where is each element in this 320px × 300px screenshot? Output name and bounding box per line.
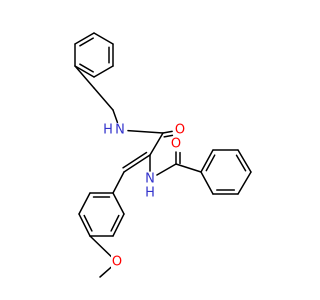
double-bond-inner-line xyxy=(110,214,120,232)
atom-label-backdrop xyxy=(114,123,126,137)
single-bond xyxy=(99,266,112,278)
atom-label-backdrop xyxy=(174,123,186,137)
atom-symbol: N xyxy=(145,172,155,187)
atom-symbol: O xyxy=(175,123,185,138)
single-bond xyxy=(112,171,125,194)
single-bond xyxy=(175,163,202,173)
single-bond xyxy=(93,32,114,45)
single-bond xyxy=(89,235,112,258)
atom-symbol: O xyxy=(112,255,122,270)
atom-o-label: O xyxy=(111,255,123,270)
double-bond xyxy=(237,149,252,173)
single-bond xyxy=(93,65,114,78)
diagram-background xyxy=(0,0,300,300)
double-bond-inner-line xyxy=(122,151,148,169)
single-bond xyxy=(112,192,125,215)
single-bond xyxy=(237,171,252,195)
double-bond xyxy=(200,149,214,173)
double-bond-inner-line xyxy=(79,63,94,73)
single-bond xyxy=(78,192,91,215)
double-bond-inner-line xyxy=(205,154,216,172)
atom-o-label: O xyxy=(174,123,186,138)
atom-symbol: N xyxy=(115,123,125,138)
bond-layer xyxy=(74,32,252,278)
atom-label-backdrop xyxy=(111,255,123,269)
hydrogen-symbol: H xyxy=(145,186,155,201)
single-bond xyxy=(200,171,214,195)
atom-label-backdrop xyxy=(144,172,156,186)
double-bond xyxy=(123,154,151,173)
double-bond xyxy=(74,32,95,45)
single-bond xyxy=(112,109,119,124)
atom-o-label: O xyxy=(170,137,182,152)
single-bond xyxy=(93,87,114,111)
double-bond xyxy=(78,213,91,237)
double-bond-inner-line xyxy=(83,214,93,232)
double-bond xyxy=(112,213,125,237)
atom-label-backdrop xyxy=(145,186,155,200)
atom-label-backdrop xyxy=(103,123,113,137)
single-bond xyxy=(74,65,95,89)
single-bond xyxy=(127,129,164,134)
atom-n-label: NH xyxy=(144,172,156,201)
double-bond-inner-line xyxy=(163,134,174,138)
atom-n-label: NH xyxy=(103,123,126,138)
double-bond-inner-line xyxy=(79,37,94,47)
double-bond xyxy=(162,130,173,134)
hydrogen-symbol: H xyxy=(103,123,113,138)
double-bond-inner-line xyxy=(235,154,247,172)
double-bond xyxy=(74,65,95,78)
atom-symbol: O xyxy=(171,137,181,152)
single-bond xyxy=(149,132,164,156)
single-bond xyxy=(156,163,177,176)
atom-label-backdrop xyxy=(170,137,182,151)
